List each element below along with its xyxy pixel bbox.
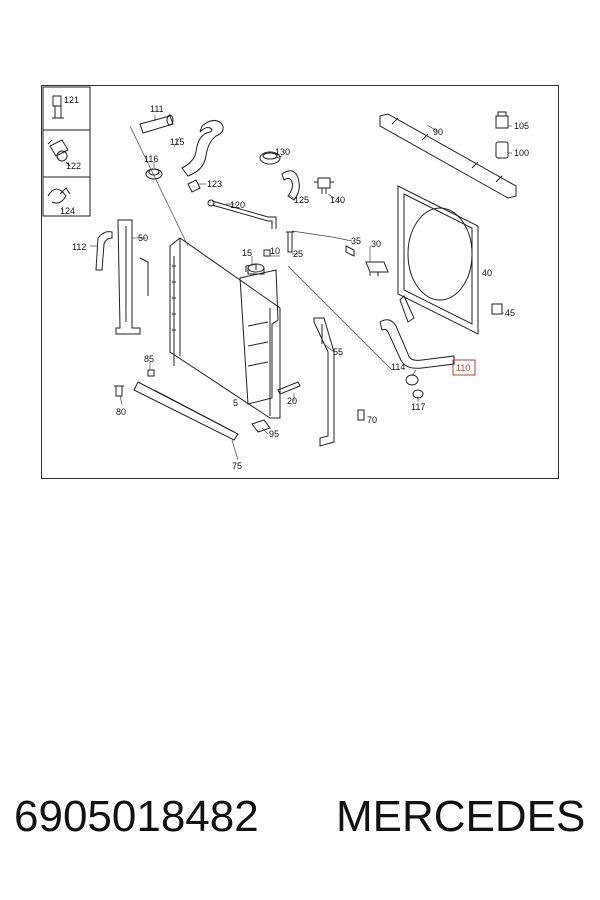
callout-85: 85 — [144, 354, 154, 364]
fan-shroud-40 — [397, 185, 479, 335]
legend-column — [42, 86, 91, 217]
callout-105: 105 — [514, 121, 529, 131]
callout-110-highlight-box — [452, 359, 476, 376]
clamp-114 — [405, 374, 419, 386]
caption-bar: 6905018482 MERCEDES — [0, 792, 600, 872]
callout-123: 123 — [207, 179, 222, 189]
callout-55: 55 — [333, 347, 343, 357]
parts-diagram: 121 122 124 111 115 116 123 120 130 125 … — [41, 85, 559, 479]
cap-15 — [247, 263, 265, 275]
callout-120: 120 — [230, 200, 245, 210]
part-number: 6905018482 — [14, 792, 259, 841]
bolt-20 — [277, 381, 301, 395]
callout-50: 50 — [138, 233, 148, 243]
part-85 — [147, 369, 155, 377]
clamp-icon-124 — [47, 187, 71, 204]
callout-122: 122 — [66, 161, 81, 171]
callout-125: 125 — [294, 195, 309, 205]
callout-70: 70 — [367, 415, 377, 425]
callout-5: 5 — [233, 398, 238, 408]
callout-112: 112 — [72, 242, 86, 252]
callout-15: 15 — [242, 248, 252, 258]
bracket-90 — [379, 113, 517, 199]
callout-45: 45 — [505, 308, 515, 318]
hose-110 — [379, 295, 455, 369]
callout-111: 111 — [150, 104, 164, 114]
bolt-80 — [114, 385, 124, 397]
bracket-123 — [187, 179, 201, 193]
callout-130: 130 — [275, 147, 290, 157]
callout-116: 116 — [144, 154, 158, 164]
callout-80: 80 — [116, 407, 126, 417]
callout-30: 30 — [371, 239, 381, 249]
legend-box-121 — [42, 86, 91, 131]
callout-20: 20 — [287, 396, 297, 406]
callout-90: 90 — [433, 127, 443, 137]
pipe-120 — [207, 199, 277, 229]
leader-lines — [90, 115, 512, 461]
brand-name: MERCEDES — [336, 792, 586, 841]
clamp-130 — [259, 151, 281, 165]
callout-100: 100 — [514, 148, 529, 158]
connector-140 — [314, 177, 334, 194]
callout-75: 75 — [232, 461, 242, 471]
callout-121: 121 — [64, 95, 79, 105]
callout-115: 115 — [170, 137, 184, 147]
legend-box-124 — [42, 176, 91, 217]
connector-icon-122 — [47, 139, 71, 167]
part-35 — [345, 245, 355, 257]
callout-35: 35 — [351, 236, 361, 246]
side-panel-55 — [313, 317, 335, 447]
clip-45 — [491, 303, 503, 315]
callout-140: 140 — [330, 195, 345, 205]
hose-125 — [281, 170, 300, 201]
hose-111 — [139, 114, 174, 134]
expansion-tank-5 — [239, 263, 279, 405]
side-panel-50 — [115, 219, 149, 335]
sensor-25 — [286, 231, 294, 253]
diagram-drawing: 121 122 124 111 115 116 123 120 130 125 … — [42, 86, 529, 471]
clamp-116 — [145, 168, 163, 180]
hose-115 — [181, 120, 224, 177]
clip-70 — [357, 409, 365, 421]
part-100 — [495, 141, 509, 159]
clip-icon-121 — [52, 95, 64, 119]
callout-95: 95 — [269, 429, 279, 439]
callout-117: 117 — [411, 402, 425, 412]
callout-10: 10 — [270, 246, 280, 256]
callout-40: 40 — [482, 268, 492, 278]
relay-30 — [365, 261, 389, 276]
callout-124: 124 — [60, 206, 75, 216]
callout-labels: 121 122 124 111 115 116 123 120 130 125 … — [60, 95, 529, 471]
callout-110: 110 — [456, 363, 470, 373]
callout-114: 114 — [391, 362, 405, 372]
mount-95 — [251, 419, 271, 433]
callout-25: 25 — [293, 249, 303, 259]
air-guide-75 — [133, 381, 239, 441]
radiator-core — [169, 237, 281, 419]
hose-112 — [95, 231, 113, 271]
part-105 — [495, 111, 509, 129]
